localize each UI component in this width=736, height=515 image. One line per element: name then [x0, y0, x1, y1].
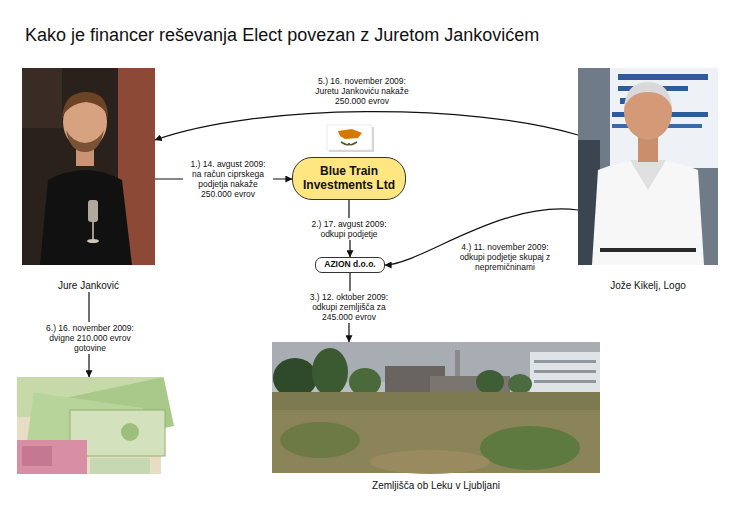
photo-caption: Zemljišča ob Leku v Ljubljani	[372, 480, 500, 492]
photo-caption: Jure Janković	[58, 280, 119, 292]
diagram-title: Kako je financer reševanja Elect povezan…	[25, 25, 539, 46]
land-photo	[272, 342, 600, 474]
photo-caption: Jože Kikelj, Logo	[610, 280, 686, 292]
portrait-photo	[578, 68, 718, 265]
land-node: Zemljišča ob Leku v Ljubljani	[272, 342, 600, 492]
arrow-connector	[155, 112, 578, 140]
edge-label: 3.) 12. oktober 2009: odkupi zemljišča z…	[307, 291, 391, 323]
company-box: AZION d.o.o.	[315, 257, 385, 273]
company-box: Blue Train Investments Ltd	[292, 157, 406, 200]
edge-label: 1.) 14. avgust 2009: na račun ciprskega …	[183, 158, 273, 200]
cyprus-flag	[327, 125, 374, 152]
edge-label: 5.) 16. november 2009: Juretu Jankoviću …	[309, 75, 415, 107]
money-node	[17, 377, 161, 474]
person-node: Jure Janković	[22, 68, 155, 292]
edge-label: 4.) 11. november 2009: odkupi podjetje s…	[451, 241, 559, 273]
box-label: Blue Train Investments Ltd	[299, 165, 399, 193]
edge-label: 6.) 16. november 2009: dvigne 210.000 ev…	[41, 322, 139, 354]
person-node: Jože Kikelj, Logo	[578, 68, 718, 292]
money-photo	[17, 377, 174, 474]
box-label: AZION d.o.o.	[324, 260, 375, 270]
edge-label: 2.) 17. avgust 2009: odkupi podjetje	[307, 218, 391, 240]
portrait-photo	[22, 68, 155, 265]
